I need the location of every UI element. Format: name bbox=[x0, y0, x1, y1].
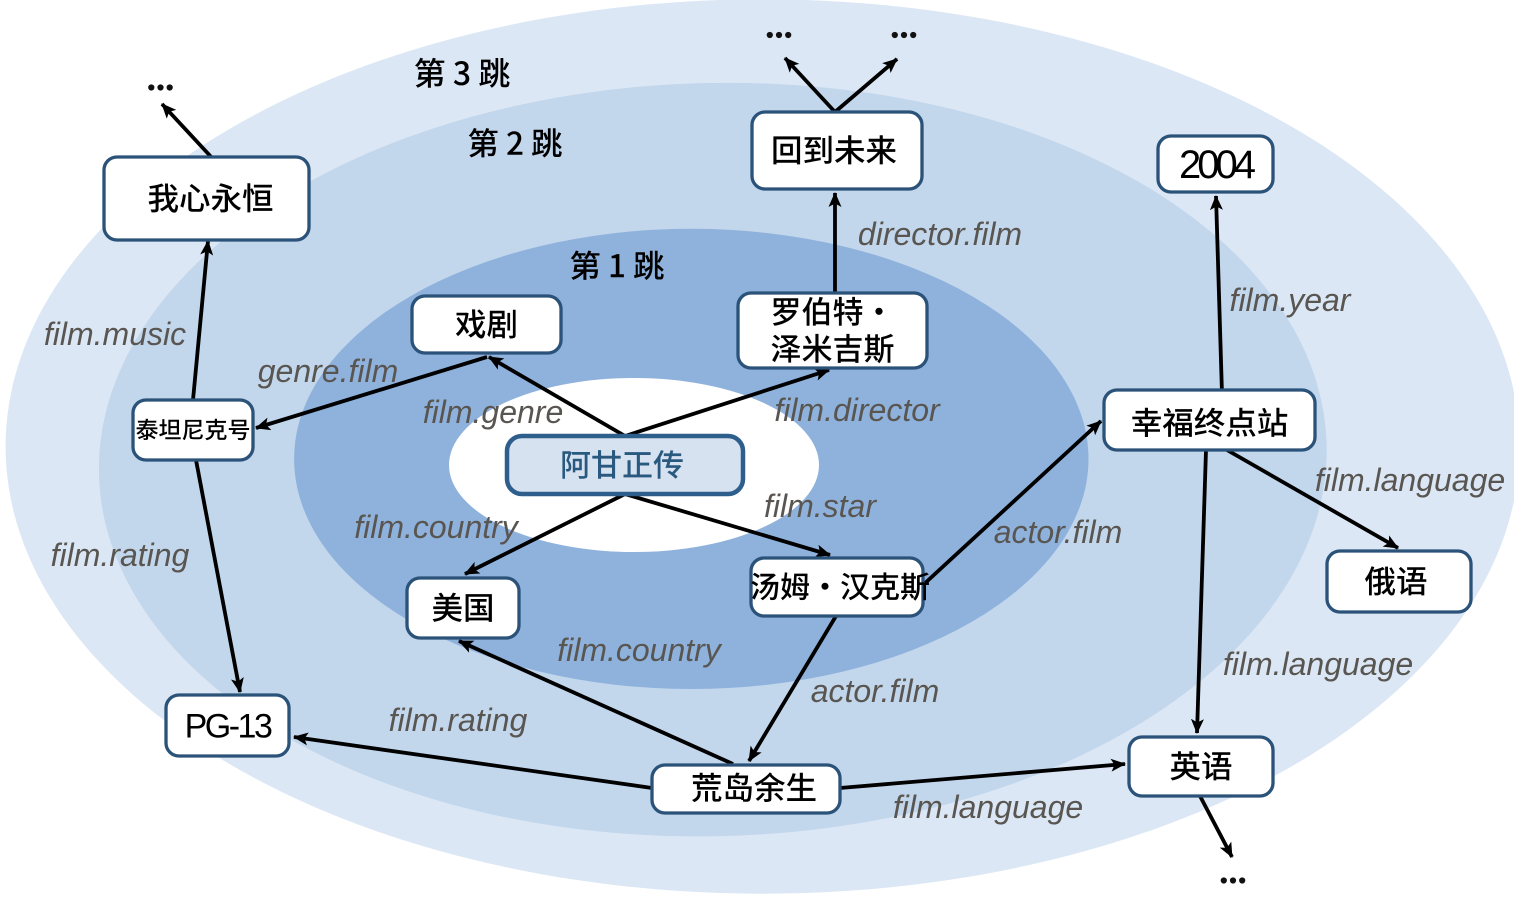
svg-text:genre.film: genre.film bbox=[258, 353, 399, 389]
svg-text:film.language: film.language bbox=[1223, 646, 1413, 682]
svg-text:film.genre: film.genre bbox=[423, 394, 564, 430]
svg-text:film.star: film.star bbox=[764, 488, 877, 524]
svg-text:film.rating: film.rating bbox=[51, 537, 190, 573]
svg-text:film.country: film.country bbox=[354, 509, 520, 545]
svg-text:film.rating: film.rating bbox=[389, 702, 528, 738]
svg-text:film.year: film.year bbox=[1230, 282, 1352, 318]
svg-text:film.language: film.language bbox=[1315, 462, 1505, 498]
svg-text:film.music: film.music bbox=[44, 316, 186, 352]
svg-text:actor.film: actor.film bbox=[994, 514, 1123, 550]
svg-text:2004: 2004 bbox=[1179, 143, 1256, 187]
svg-text:film.language: film.language bbox=[893, 789, 1083, 825]
svg-text:film.country: film.country bbox=[557, 632, 723, 668]
svg-text:actor.film: actor.film bbox=[811, 673, 940, 709]
svg-text:PG-13: PG-13 bbox=[185, 708, 272, 746]
svg-text:director.film: director.film bbox=[858, 216, 1022, 252]
svg-text:film.director: film.director bbox=[774, 392, 941, 428]
